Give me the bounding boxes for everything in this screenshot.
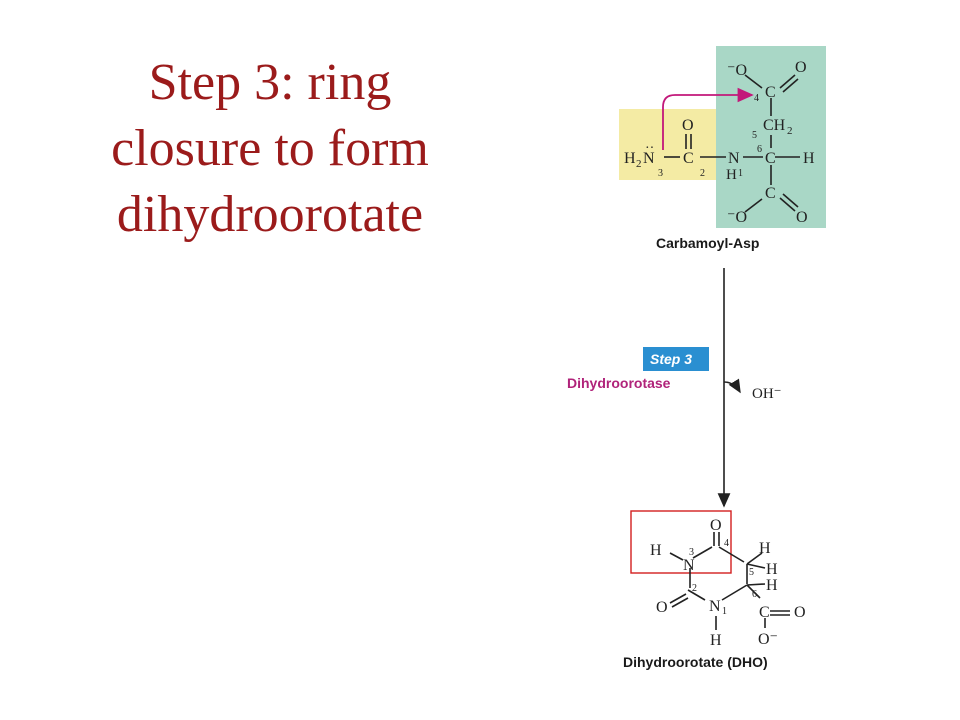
h2n-subscript: 2 bbox=[636, 158, 642, 170]
h1: H bbox=[726, 167, 737, 183]
dho-num-4: 4 bbox=[724, 538, 729, 549]
dho-h-n3: H bbox=[650, 542, 662, 559]
byproduct-label: OH⁻ bbox=[752, 386, 782, 402]
dho-h-n1: H bbox=[710, 632, 722, 649]
dho-num-3: 3 bbox=[689, 547, 694, 558]
dho-num-5: 5 bbox=[749, 567, 754, 578]
dho-n1: N bbox=[709, 598, 721, 615]
dho-o-minus: O⁻ bbox=[758, 631, 778, 648]
dho-num-2: 2 bbox=[692, 583, 697, 594]
h-right: H bbox=[803, 150, 815, 167]
dho-h6: H bbox=[766, 577, 778, 594]
slide-title: Step 3: ring closure to form dihydroorot… bbox=[40, 50, 500, 248]
c-bottom: C bbox=[765, 185, 776, 202]
title-line-1: Step 3: ring bbox=[148, 54, 392, 111]
carbamoyl-highlight bbox=[619, 109, 716, 180]
c-center: C bbox=[765, 150, 776, 167]
num-3: 3 bbox=[658, 168, 663, 179]
h2n-n: N bbox=[643, 150, 655, 167]
ch2-label: CH bbox=[763, 117, 786, 134]
dho-o-top: O bbox=[710, 517, 722, 534]
num-1: 1 bbox=[738, 168, 743, 179]
reaction-arrow bbox=[717, 268, 741, 508]
c-top: C bbox=[765, 84, 776, 101]
o-carbonyl: O bbox=[682, 117, 694, 134]
h2n-h: H bbox=[624, 150, 636, 167]
enzyme-label: Dihydroorotase bbox=[567, 375, 671, 391]
carbamoyl-asp-structure: ⁻O O C 4 CH 2 5 O H 2 N ·· 3 C 2 N H 1 C… bbox=[619, 46, 826, 251]
dho-h5a: H bbox=[759, 540, 771, 557]
dho-num-1: 1 bbox=[722, 606, 727, 617]
ring-closure-highlight bbox=[630, 510, 732, 574]
ch2-subscript: 2 bbox=[787, 125, 793, 137]
dho-o-c2: O bbox=[656, 599, 668, 616]
dho-label: Dihydroorotate (DHO) bbox=[623, 654, 768, 670]
o-minus-top: ⁻O bbox=[727, 62, 747, 79]
num-2: 2 bbox=[700, 168, 705, 179]
o-bottom: O bbox=[796, 209, 808, 226]
dho-num-6: 6 bbox=[752, 589, 757, 600]
dho-h5b: H bbox=[766, 561, 778, 578]
o-minus-bottom: ⁻O bbox=[727, 209, 747, 226]
num-5: 5 bbox=[752, 130, 757, 141]
o-top: O bbox=[795, 59, 807, 76]
carbamoyl-asp-label: Carbamoyl-Asp bbox=[656, 235, 759, 251]
c-amide: C bbox=[683, 150, 694, 167]
step-badge bbox=[643, 347, 709, 371]
title-line-3: dihydroorotate bbox=[116, 186, 424, 243]
num-6: 6 bbox=[757, 144, 762, 155]
num-4: 4 bbox=[754, 93, 759, 104]
n-center: N bbox=[728, 150, 740, 167]
dho-o-carboxyl: O bbox=[794, 604, 806, 621]
dho-c-carboxyl: C bbox=[759, 604, 770, 621]
dho-structure: O 4 H N 3 H 5 H H 6 2 O N 1 C O O⁻ H Dih… bbox=[623, 510, 806, 670]
step-badge-label: Step 3 bbox=[650, 351, 692, 367]
title-line-2: closure to form bbox=[111, 120, 429, 177]
lone-pair-dots: ·· bbox=[645, 141, 654, 156]
dho-n3: N bbox=[683, 557, 695, 574]
